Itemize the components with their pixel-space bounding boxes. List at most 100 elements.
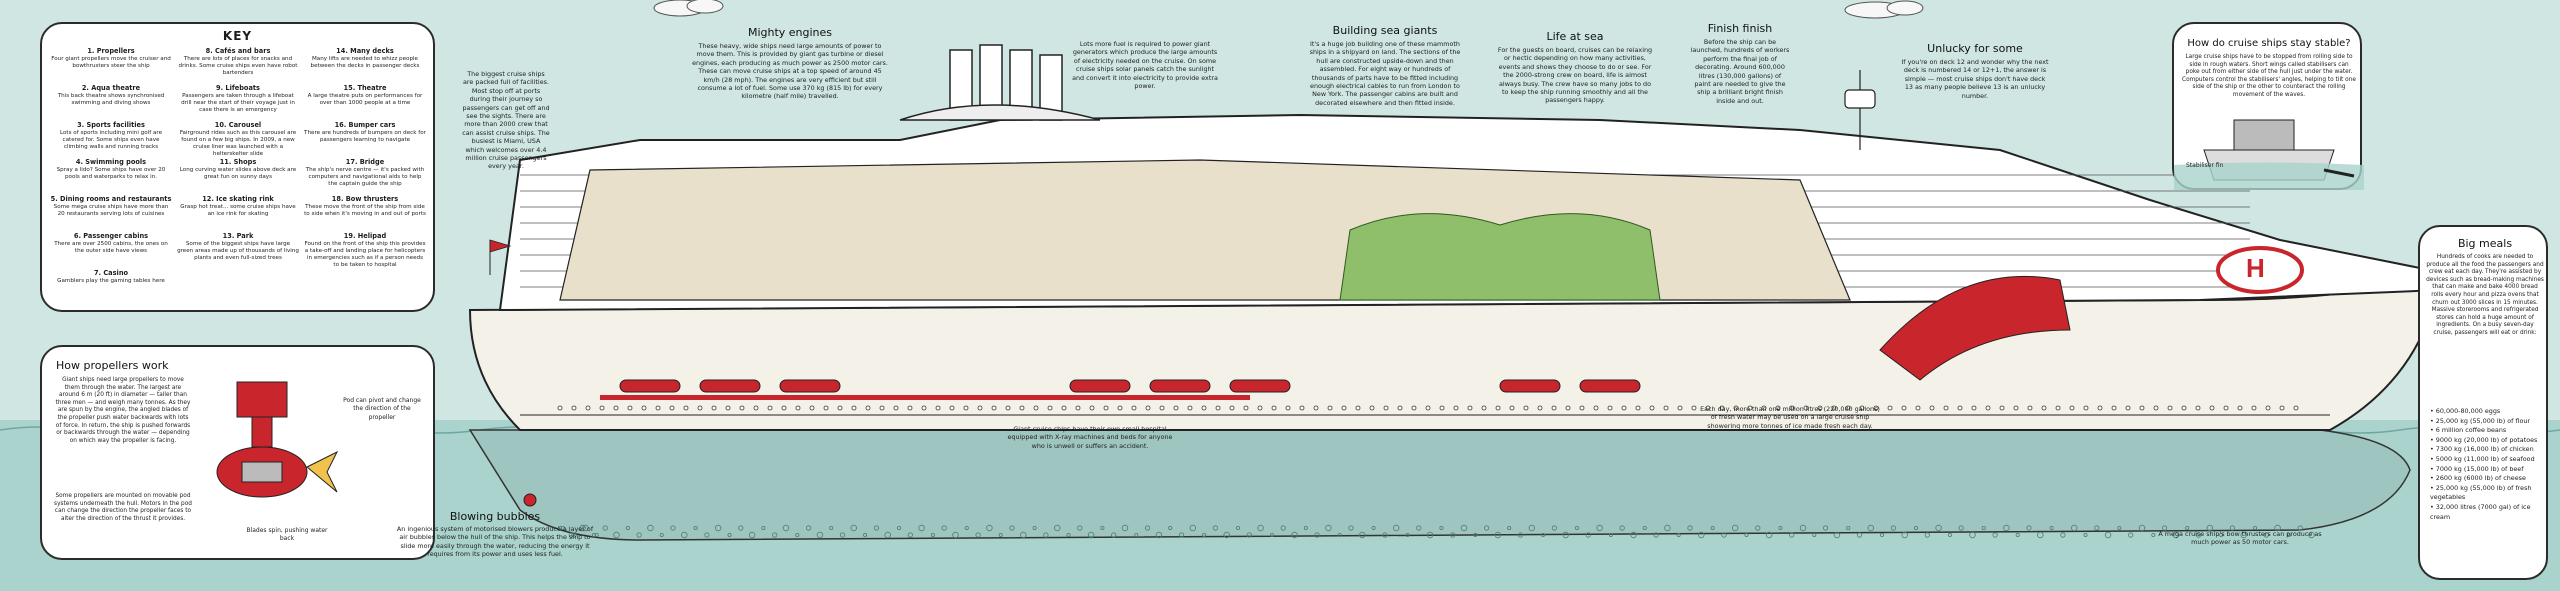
key-item-title: 18. Bow thrusters <box>331 195 399 203</box>
thrusters-text: A mega cruise ship's bow thrusters can p… <box>2158 530 2322 547</box>
propellers-body-2: Some propellers are mounted on movable p… <box>54 493 192 522</box>
key-item-desc: Found on the front of the ship this prov… <box>304 241 426 268</box>
key-item-title: 13. Park <box>222 232 254 240</box>
meals-title: Big meals <box>2457 237 2513 250</box>
key-item-title: 6. Passenger cabins <box>73 232 149 240</box>
key-item-title: 17. Bridge <box>345 158 385 166</box>
key-item-desc: There are lots of places for snacks and … <box>178 56 298 76</box>
meals-list-item: • 32,000 litres (7000 gal) of ice cream <box>2430 502 2531 521</box>
key-item-desc: A large theatre puts on performances for… <box>307 93 423 106</box>
helipad-letter: H <box>2246 253 2265 283</box>
stability-title: How do cruise ships stay stable? <box>2187 38 2351 49</box>
mast <box>1844 70 1876 150</box>
meals-list-item: • 2600 kg (6000 lb) of cheese <box>2430 474 2526 483</box>
building-text: It's a huge job building one of these ma… <box>1309 40 1461 107</box>
key-item-desc: Gamblers play the gaming tables here <box>57 278 165 284</box>
meals-panel: Big meals Hundreds of cooks are needed t… <box>2418 225 2548 580</box>
key-item-title: 10. Carousel <box>214 121 262 129</box>
hospital-text: Giant cruise ships have their own small … <box>1007 425 1173 450</box>
meals-list-item: • 60,000-80,000 eggs <box>2430 407 2501 415</box>
key-item-desc: Many lifts are needed to whizz people be… <box>310 56 420 69</box>
meals-list-item: • 5000 kg (11,000 lb) of seafood <box>2430 454 2535 463</box>
propellers-title: How propellers work <box>56 359 169 372</box>
air-bubbles <box>558 524 2315 539</box>
key-title: KEY <box>222 29 253 43</box>
propellers-pod-label: Pod can pivot and change the direction o… <box>343 397 421 421</box>
key-item-title: 2. Aqua theatre <box>81 84 141 92</box>
meals-list: • 60,000-80,000 eggs • 25,000 kg (55,000 … <box>2430 407 2545 522</box>
meals-list-item: • 7000 kg (15,000 lb) of beef <box>2430 464 2524 473</box>
bubbles-text: An ingenious system of motorised blowers… <box>396 525 594 559</box>
theatre-seating <box>1879 275 2071 381</box>
key-item-title: 3. Sports facilities <box>77 121 145 129</box>
key-item-title: 4. Swimming pools <box>75 158 147 166</box>
funnels <box>899 44 1101 121</box>
flag-cloth <box>489 239 512 253</box>
key-item-title: 7. Casino <box>93 269 129 277</box>
key-item-desc: Four giant propellers move the cruiser a… <box>51 56 171 69</box>
key-item-desc: There are hundreds of bumpers on deck fo… <box>304 130 426 143</box>
life-title: Life at sea <box>1546 30 1604 43</box>
meals-text: Hundreds of cooks are needed to produce … <box>2426 254 2544 336</box>
stability-panel: How do cruise ships stay stable? Large c… <box>2172 22 2364 190</box>
key-item-title: 11. Shops <box>219 158 257 166</box>
propeller-diagram <box>216 381 339 498</box>
key-item-title: 16. Bumper cars <box>334 121 396 129</box>
stability-diagram <box>2174 119 2364 190</box>
meals-list-item: • 6 million coffee beans <box>2430 426 2507 435</box>
key-item-title: 15. Theatre <box>343 84 387 92</box>
meals-list-item: • 25,000 kg (55,000 lb) of fresh vegetab… <box>2430 483 2532 502</box>
key-item-title: 5. Dining rooms and restaurants <box>50 195 172 203</box>
fuel-text: Lots more fuel is required to power gian… <box>1072 40 1218 91</box>
unlucky-text: If you're on deck 12 and wonder why the … <box>1901 58 2049 100</box>
underwater-hull <box>468 429 2411 541</box>
unlucky-title: Unlucky for some <box>1927 42 2023 55</box>
key-item-desc: Lots of sports including mini golf are c… <box>59 130 163 150</box>
bubbles-title: Blowing bubbles <box>449 510 541 523</box>
stabiliser-fin-label: Stabiliser fin <box>2186 162 2224 169</box>
stability-text: Large cruise ships have to be stopped fr… <box>2182 54 2356 98</box>
key-item-desc: Spray a lido? Some ships have over 20 po… <box>56 167 166 180</box>
finish-text: Before the ship can be launched, hundred… <box>1690 38 1790 105</box>
key-item-desc: Some mega cruise ships have more than 20… <box>53 204 169 217</box>
park-greenery <box>1339 213 1661 301</box>
water-text: Each day, more than one million litres (… <box>1700 405 1880 430</box>
propellers-panel: How propellers work Giant ships need lar… <box>40 345 435 560</box>
key-item-desc: Some of the biggest ships have large gre… <box>177 241 299 261</box>
meals-list-item: • 9000 kg (20,000 lb) of potatoes <box>2430 435 2538 444</box>
key-item-title: 9. Lifeboats <box>216 84 260 92</box>
key-item-desc: The ship's nerve centre — it's packed wi… <box>305 167 425 187</box>
propellers-blades-label: Blades spin, pushing water back <box>246 527 328 543</box>
key-item-desc: These move the front of the ship from si… <box>304 204 426 217</box>
key-item-desc: There are over 2500 cabins, the ones on … <box>54 241 168 254</box>
stern-propeller <box>523 493 537 507</box>
engines-text: These heavy, wide ships need large amoun… <box>692 42 888 101</box>
propellers-body: Giant ships need large propellers to mov… <box>55 377 191 444</box>
engines-title: Mighty engines <box>747 26 833 39</box>
meals-list-item: • 7300 kg (16,000 lb) of chicken <box>2430 445 2534 454</box>
key-item-title: 1. Propellers <box>87 47 135 55</box>
key-item-title: 12. Ice skating rink <box>202 195 274 203</box>
life-text: For the guests on board, cruises can be … <box>1497 46 1653 105</box>
key-item-desc: Grasp hot treat... some cruise ships hav… <box>180 204 296 217</box>
key-item-desc: Fairground rides such as this carousel a… <box>179 130 297 157</box>
building-title: Building sea giants <box>1332 24 1438 37</box>
